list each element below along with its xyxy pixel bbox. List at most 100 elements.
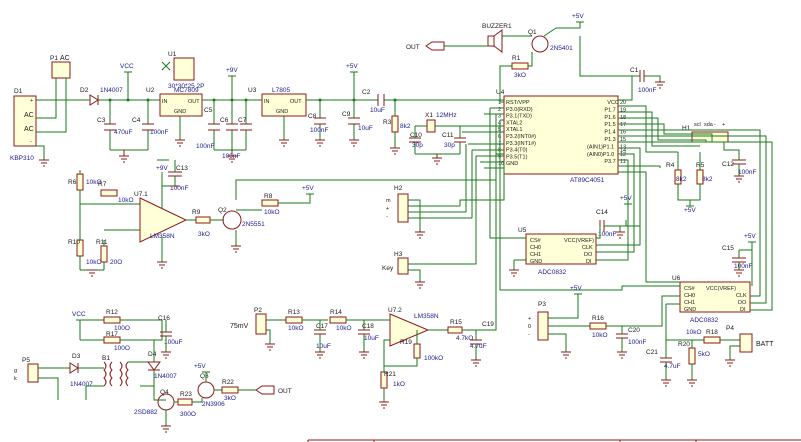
svg-text:C7: C7 bbox=[238, 117, 247, 124]
u4-pin-label: P3.7 bbox=[604, 159, 615, 165]
svg-text:AC: AC bbox=[60, 55, 70, 62]
capacitor-C19: C19 4.7uF bbox=[470, 321, 494, 350]
svg-text:30*30*25 2P: 30*30*25 2P bbox=[168, 83, 205, 90]
svg-text:ADC0832: ADC0832 bbox=[690, 317, 719, 324]
svg-text:100uF: 100uF bbox=[164, 339, 182, 346]
svg-text:C16: C16 bbox=[158, 315, 170, 322]
resistor-R16: R16 10kO bbox=[589, 315, 608, 339]
svg-text:100nF: 100nF bbox=[170, 185, 188, 192]
svg-text:H2: H2 bbox=[394, 185, 403, 192]
u4-pin-number: 2 bbox=[498, 107, 501, 113]
svg-text:H3: H3 bbox=[394, 251, 403, 258]
diode-D4: D4 1N4007 bbox=[147, 351, 177, 380]
svg-text:OUT: OUT bbox=[290, 99, 302, 105]
u4-pin-label: P3.2(INT0#) bbox=[506, 134, 536, 140]
u4-pin-label: P3.0(RXD) bbox=[506, 107, 533, 113]
svg-text:CS#: CS# bbox=[684, 286, 696, 292]
svg-text:10uF: 10uF bbox=[316, 343, 331, 350]
svg-text:10kO: 10kO bbox=[686, 329, 702, 336]
capacitor-C6: C6 100nF bbox=[220, 100, 240, 160]
svg-text:100nF: 100nF bbox=[150, 129, 168, 136]
header-H1: H1 scl sda - + bbox=[682, 122, 729, 143]
capacitor-C10: C10 30p bbox=[409, 132, 423, 154]
svg-text:GND: GND bbox=[684, 307, 696, 313]
svg-text:CH1: CH1 bbox=[684, 300, 695, 306]
svg-text:k: k bbox=[14, 376, 17, 382]
svg-text:+5V: +5V bbox=[744, 233, 756, 240]
resistor-R1: R1 3kO bbox=[511, 55, 529, 79]
svg-text:R17: R17 bbox=[106, 331, 118, 338]
u4-pin-label: XTAL1 bbox=[506, 127, 522, 133]
svg-text:LM358N: LM358N bbox=[414, 313, 439, 320]
resistor-R9: R9 3kO bbox=[192, 209, 211, 238]
u4-pin-label: P3.5(T1) bbox=[506, 154, 528, 160]
svg-text:2SD882: 2SD882 bbox=[134, 409, 158, 416]
u4-pin-label: P3.4(T0) bbox=[506, 148, 528, 154]
svg-text:R22: R22 bbox=[222, 379, 234, 386]
svg-text:m: m bbox=[386, 198, 391, 204]
svg-text:U5: U5 bbox=[518, 227, 527, 234]
svg-text:DI: DI bbox=[740, 307, 746, 313]
svg-text:-: - bbox=[714, 122, 716, 128]
svg-text:5kO: 5kO bbox=[698, 351, 710, 358]
svg-text:-: - bbox=[528, 332, 530, 338]
svg-text:R3: R3 bbox=[383, 119, 392, 126]
adc-U6: U6 ADC0832 CS# CH0 CH1 GND VCC(VREF) CLK… bbox=[672, 275, 751, 324]
u4-pin-number: 1 bbox=[498, 100, 501, 106]
capacitor-C7: C7 bbox=[238, 100, 252, 150]
svg-text:R13: R13 bbox=[288, 309, 300, 316]
svg-text:+5V: +5V bbox=[572, 13, 584, 20]
svg-text:C3: C3 bbox=[97, 117, 106, 124]
resistor-R3: R3 8k2 bbox=[383, 100, 411, 148]
capacitor-C14: C14 100nF bbox=[596, 209, 616, 238]
u4-pin-number: 12 bbox=[620, 152, 626, 158]
svg-text:+9V: +9V bbox=[226, 67, 238, 74]
svg-text:10kO: 10kO bbox=[592, 332, 608, 339]
svg-text:CH1: CH1 bbox=[530, 252, 541, 258]
svg-text:C5: C5 bbox=[204, 107, 213, 114]
svg-text:P3: P3 bbox=[538, 301, 546, 308]
svg-text:C6: C6 bbox=[220, 117, 229, 124]
svg-text:U2: U2 bbox=[146, 87, 155, 94]
svg-text:OUT: OUT bbox=[278, 388, 292, 395]
capacitor-C9: C9 10uF bbox=[342, 100, 373, 140]
svg-text:IN: IN bbox=[162, 99, 168, 105]
svg-text:IN: IN bbox=[264, 99, 270, 105]
u4-pin-number: 17 bbox=[620, 122, 626, 128]
svg-text:8k2: 8k2 bbox=[702, 176, 713, 183]
svg-text:R6: R6 bbox=[68, 179, 77, 186]
svg-text:H1: H1 bbox=[682, 125, 691, 132]
svg-text:C2: C2 bbox=[362, 89, 371, 96]
svg-text:C8: C8 bbox=[308, 113, 317, 120]
svg-text:C21: C21 bbox=[646, 349, 658, 356]
u4-pin-number: 13 bbox=[620, 144, 626, 150]
capacitor-C1: C1 100nF bbox=[630, 67, 656, 94]
svg-text:GND: GND bbox=[174, 109, 186, 115]
svg-text:R9: R9 bbox=[192, 209, 201, 216]
svg-text:OUT: OUT bbox=[406, 44, 420, 51]
svg-text:R7: R7 bbox=[98, 181, 107, 188]
u4-pin-label: P3.1(TXD) bbox=[506, 114, 532, 120]
u4-pin-number: 10 bbox=[498, 161, 504, 167]
svg-text:P2: P2 bbox=[254, 307, 262, 314]
capacitor-C2: C2 10uF bbox=[362, 89, 504, 114]
svg-text:R18: R18 bbox=[706, 329, 718, 336]
u4-pin-label: (AIN1)P1.1 bbox=[587, 144, 614, 150]
svg-text:D2: D2 bbox=[80, 87, 89, 94]
out-port-1: OUT bbox=[406, 41, 488, 51]
svg-text:R16: R16 bbox=[592, 315, 604, 322]
svg-text:30p: 30p bbox=[444, 142, 455, 149]
u4-pin-number: 16 bbox=[620, 130, 626, 136]
svg-text:8k2: 8k2 bbox=[676, 176, 687, 183]
bridge-rectifier-D1: D1 KBP310 + AC AC - bbox=[10, 88, 37, 162]
u4-pin-number: 15 bbox=[620, 137, 626, 143]
u4-pin-label: (AIN0)P1.0 bbox=[587, 152, 614, 158]
svg-text:+: + bbox=[30, 98, 33, 104]
svg-text:100O: 100O bbox=[114, 345, 130, 352]
resistor-R6: R6 10kO bbox=[68, 173, 102, 191]
svg-text:+5V: +5V bbox=[346, 63, 358, 70]
capacitor-C13: C13 100nF bbox=[168, 165, 188, 192]
svg-text:75mV: 75mV bbox=[230, 323, 249, 330]
svg-text:100nF: 100nF bbox=[598, 231, 616, 238]
capacitor-C8: C8 100nF bbox=[308, 100, 328, 140]
